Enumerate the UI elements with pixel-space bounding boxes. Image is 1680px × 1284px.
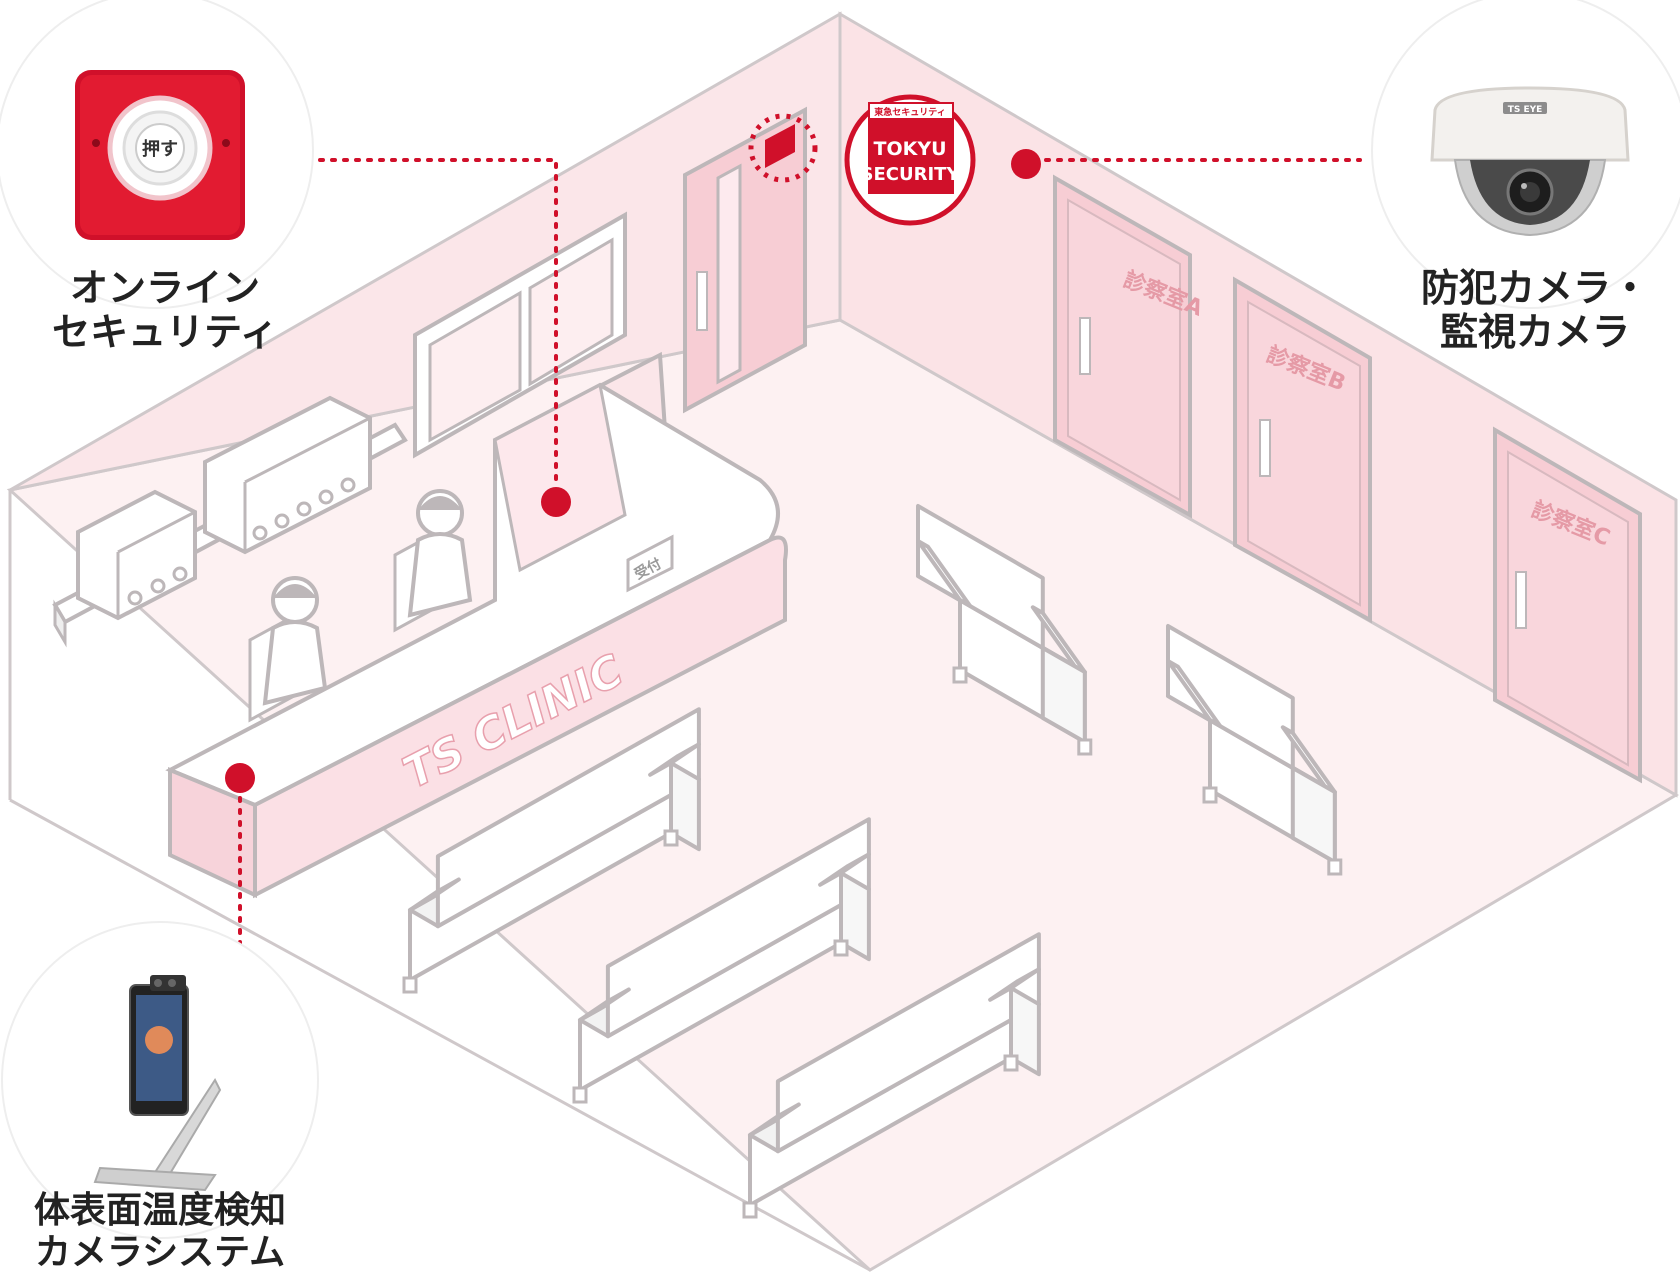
sofa-5	[742, 932, 1041, 1219]
door-sensor	[748, 113, 818, 183]
security-camera-device: TS EYE	[1371, 0, 1680, 309]
alarm-label-line2: セキュリティ	[52, 310, 278, 354]
sofa-1	[916, 504, 1093, 756]
binder-shelf	[52, 395, 408, 648]
camera-label-line2: 監視カメラ	[1439, 310, 1630, 354]
alarm-label-line1: オンライン	[69, 266, 260, 310]
camera-label: 防犯カメラ・ 監視カメラ	[1390, 266, 1680, 354]
marker-camera	[1011, 149, 1362, 179]
staff-member-2	[248, 576, 328, 723]
waiting-sofas	[402, 504, 1343, 1219]
sticker-line1: TOKYU	[873, 138, 946, 160]
sticker-line2: SECURITY	[861, 164, 961, 185]
marker-alarm-counter	[318, 158, 571, 517]
thermo-label-line1: 体表面温度検知	[33, 1190, 286, 1231]
camera-label-line1: 防犯カメラ・	[1420, 266, 1649, 310]
exam-door-c: 診察室C	[1493, 426, 1642, 784]
alarm-label: オンライン セキュリティ	[20, 266, 310, 354]
thermo-label-line2: カメラシステム	[34, 1232, 286, 1273]
sticker-header: 東急セキュリティ	[874, 106, 945, 118]
staff-member-1	[393, 489, 473, 633]
back-door	[683, 106, 807, 414]
window	[413, 211, 627, 459]
exam-door-b: 診察室B	[1233, 276, 1372, 624]
sofa-3	[402, 707, 701, 994]
sofa-4	[572, 817, 871, 1104]
security-sticker: 東急セキュリティ TOKYU SECURITY	[844, 94, 976, 226]
marker-thermo	[225, 763, 255, 947]
thermo-label: 体表面温度検知 カメラシステム	[0, 1190, 320, 1274]
alarm-button-text: 押す	[142, 138, 178, 160]
camera-brand: TS EYE	[1508, 105, 1543, 115]
thermal-camera-device	[1, 921, 319, 1239]
sofa-2	[1166, 624, 1343, 876]
alarm-device: 押す	[0, 0, 314, 309]
